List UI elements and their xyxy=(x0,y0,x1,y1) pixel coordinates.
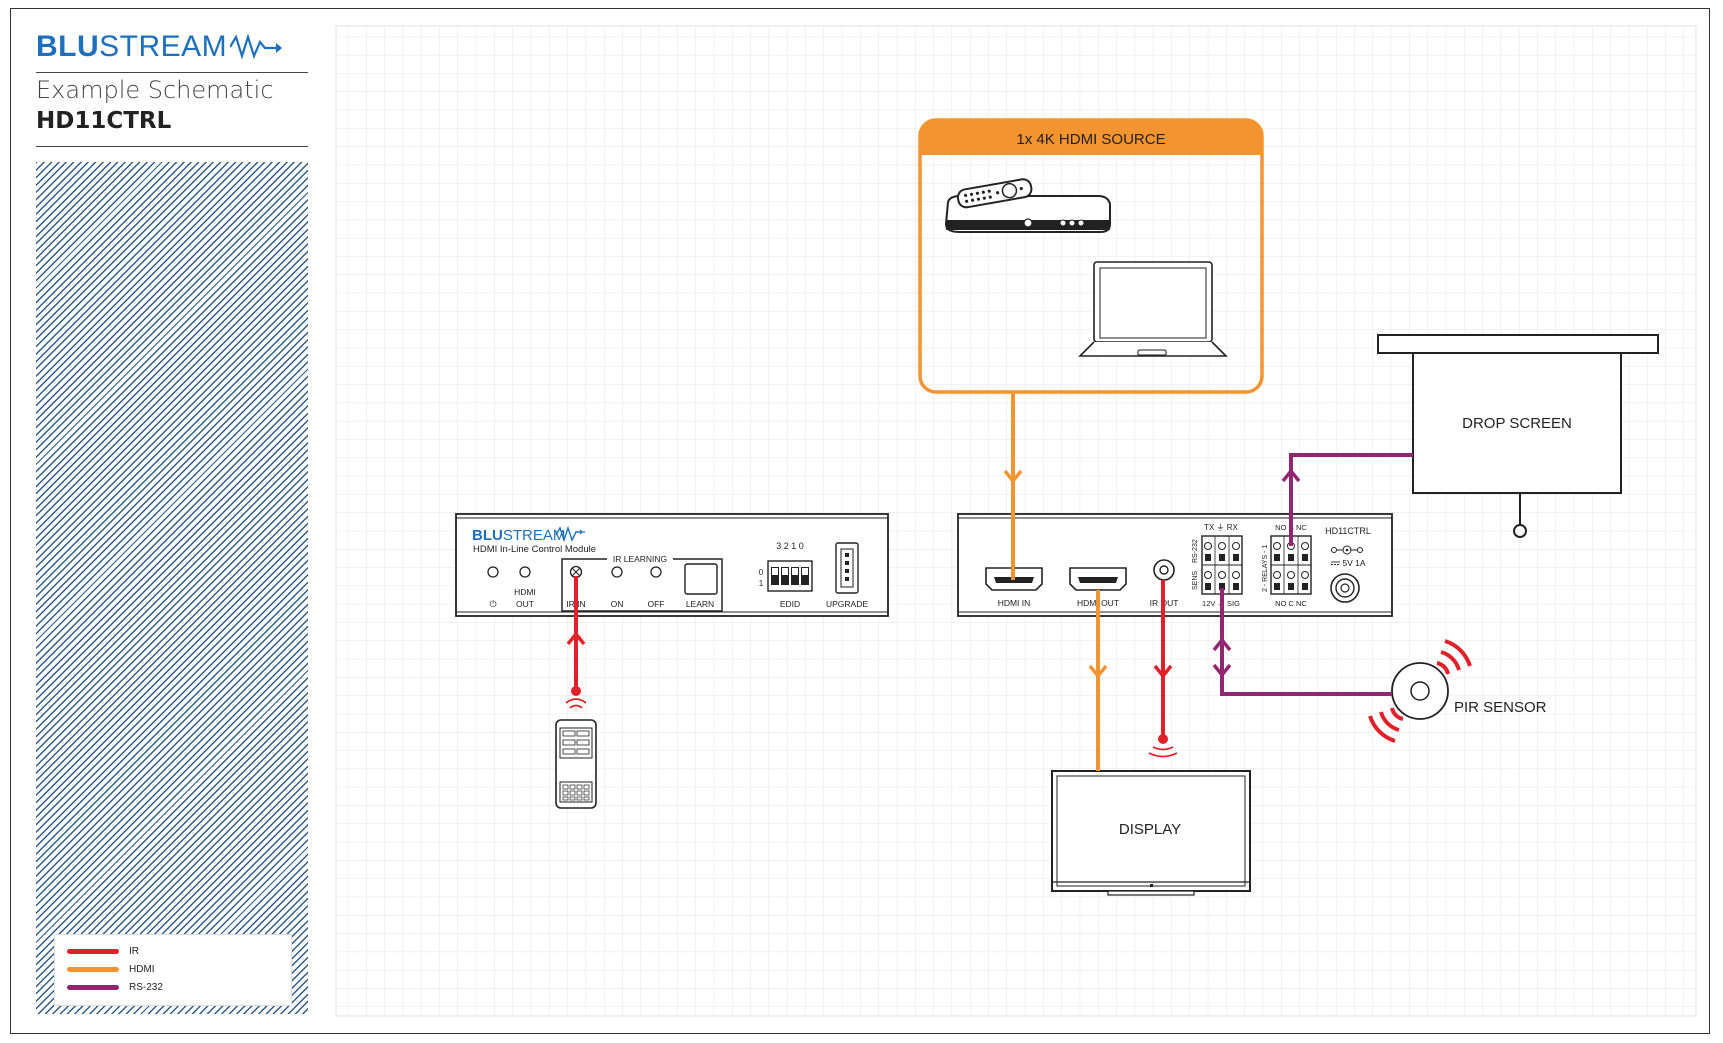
edid-zero: 0 xyxy=(759,568,764,577)
ir-signal-icon xyxy=(565,698,1178,758)
dc-power-jack[interactable] xyxy=(1330,573,1360,603)
header-rule-bottom xyxy=(36,146,308,147)
legend-item-ir: IR xyxy=(67,944,139,958)
hdmi-cable-output-to-display xyxy=(1088,590,1108,771)
brand-logo-rest: STREAM xyxy=(99,30,228,63)
hdmi-out-label-bottom: OUT xyxy=(516,599,534,609)
rs232-label: RS-232 xyxy=(1192,539,1199,563)
set-top-box-icon xyxy=(944,178,1111,233)
learn-label: LEARN xyxy=(686,599,714,609)
legend-label-rs232: RS-232 xyxy=(129,981,163,993)
brand-logo: BLUSTREAM xyxy=(36,30,286,64)
pir-sensor: PIR SENSOR xyxy=(1368,639,1547,743)
svg-text:BLUSTREAM: BLUSTREAM xyxy=(472,527,565,544)
source-box-title: 1x 4K HDMI SOURCE xyxy=(1016,131,1165,148)
edid-one: 1 xyxy=(759,579,764,588)
power-symbol: ⏻ xyxy=(489,599,496,609)
hdmi-cable-source-to-input xyxy=(1003,392,1023,580)
brand-logo-bold: BLU xyxy=(36,30,100,63)
ir-learning-label: IR LEARNING xyxy=(613,554,667,564)
page-subtitle: Example Schematic xyxy=(36,76,274,104)
laptop-icon xyxy=(1078,261,1228,357)
hdmi-in-label: HDMI IN xyxy=(998,598,1031,608)
cable-legend: IR HDMI RS-232 xyxy=(54,934,292,1006)
hdmi-out-led-icon xyxy=(519,566,531,578)
legend-label-hdmi: HDMI xyxy=(129,963,155,975)
hdmi-out-label-top: HDMI xyxy=(514,587,536,597)
display: DISPLAY xyxy=(1051,770,1251,896)
display-label: DISPLAY xyxy=(1119,821,1181,838)
module-brand-bold: BLU xyxy=(472,527,503,544)
rs232-cable-relay-to-drop-screen xyxy=(1281,453,1413,546)
legend-swatch-hdmi xyxy=(67,966,119,972)
ir-remote-icon xyxy=(555,719,597,809)
page-title: HD11CTRL xyxy=(36,108,172,134)
dc-polarity-icon xyxy=(1331,545,1363,555)
hatched-panel: IR HDMI RS-232 xyxy=(36,162,308,1014)
drop-screen-label: DROP SCREEN xyxy=(1462,415,1572,432)
power-led-icon xyxy=(487,566,499,578)
learning-off-led-icon xyxy=(650,566,662,578)
upgrade-label: UPGRADE xyxy=(826,599,868,609)
rs232-terminal-block[interactable] xyxy=(1201,535,1243,595)
sens-label: SENS xyxy=(1192,571,1199,590)
ir-cable-ir-out-to-display xyxy=(1153,580,1173,744)
relays-label: 2 - RELAYS - 1 xyxy=(1262,545,1269,592)
power-rating-label: 5V 1A xyxy=(1342,558,1365,568)
ir-cable-remote-to-module xyxy=(566,576,586,696)
control-module: BLUSTREAM HDMI In-Line Control Module ⏻ … xyxy=(455,513,889,617)
learning-off-label: OFF xyxy=(648,599,665,609)
legend-swatch-ir xyxy=(67,948,119,954)
rs232-cable-sensor-to-pir xyxy=(1212,588,1392,696)
hdmi-out-port[interactable] xyxy=(1069,567,1127,591)
module-name: HDMI In-Line Control Module xyxy=(473,544,596,555)
legend-item-hdmi: HDMI xyxy=(67,962,155,976)
tx-rx-label: TX ⏚ RX xyxy=(1204,523,1238,532)
header-rule-top xyxy=(36,72,308,73)
drop-screen: DROP SCREEN xyxy=(1377,334,1659,538)
source-box: 1x 4K HDMI SOURCE xyxy=(918,118,1264,394)
edid-label: EDID xyxy=(780,599,800,609)
legend-item-rs232: RS-232 xyxy=(67,980,163,994)
hd11ctrl-model-label: HD11CTRL xyxy=(1325,526,1371,536)
learning-on-led-icon xyxy=(611,566,623,578)
pir-sensor-label: PIR SENSOR xyxy=(1454,699,1547,716)
learn-button[interactable] xyxy=(684,563,718,595)
learning-on-label: ON xyxy=(611,599,624,609)
module-brand-rest: STREAM xyxy=(503,527,566,544)
relay-bottom-label: NO C NC xyxy=(1275,599,1307,608)
edid-numbers: 3 2 1 0 xyxy=(776,541,804,551)
legend-swatch-rs232 xyxy=(67,984,119,990)
hd11ctrl-unit: HDMI IN HDMI OUT IR OUT TX ⏚ RX RS-232 S… xyxy=(957,513,1393,617)
legend-label-ir: IR xyxy=(129,945,139,957)
wave-arrow-icon xyxy=(229,33,283,60)
sidebar: BLUSTREAM Example Schematic HD11CTRL IR … xyxy=(36,20,308,1020)
